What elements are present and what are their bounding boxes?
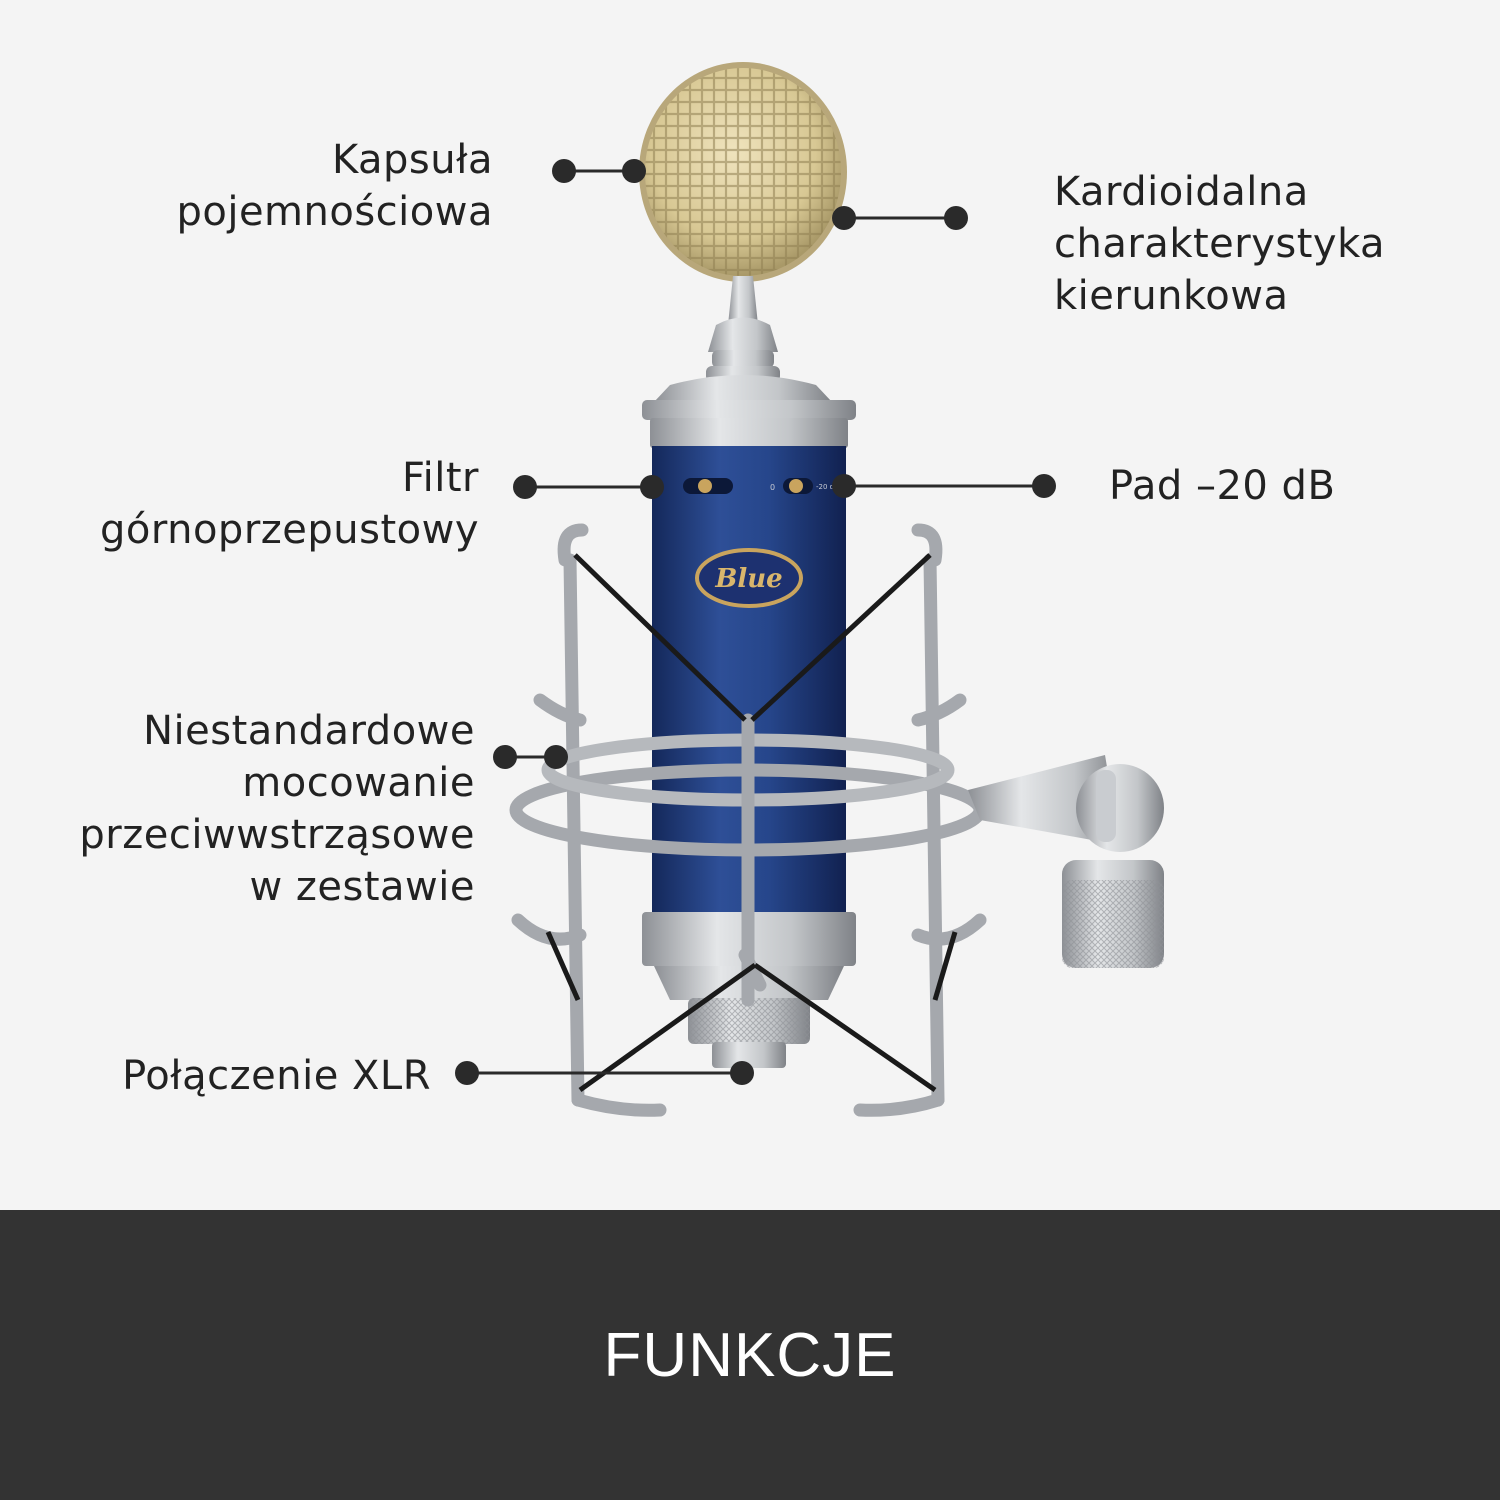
callout-lines	[455, 159, 1056, 1085]
footer-bar	[0, 1210, 1500, 1500]
callout-pad: Pad –20 dB	[1109, 463, 1336, 509]
microphone-illustration: 0 -20 dB Blue	[455, 62, 1164, 1117]
callout-xlr: Połączenie XLR	[122, 1053, 431, 1099]
blue-logo: Blue	[695, 548, 803, 608]
switch-pad-label: -20 dB	[816, 483, 839, 491]
callout-cardioid: Kardioidalna charakterystyka kierunkowa	[1054, 169, 1386, 319]
switch-panel: 0 -20 dB	[683, 478, 839, 494]
callout-shock-mount: Niestandardowe mocowanie przeciwwstrząso…	[79, 708, 475, 910]
capsule-grille	[639, 62, 847, 282]
body-top-collar	[642, 375, 856, 448]
mount-arm	[968, 755, 1164, 968]
svg-text:Blue: Blue	[714, 564, 782, 594]
callout-capsule: Kapsuła pojemnościowa	[176, 137, 493, 235]
microphone-neck	[706, 276, 780, 382]
callout-highpass-filter: Filtr górnoprzepustowy	[100, 455, 479, 553]
footer-title: FUNKCJE	[603, 1321, 897, 1390]
switch-zero-label: 0	[770, 483, 775, 492]
shock-mount-cords	[545, 553, 958, 1093]
